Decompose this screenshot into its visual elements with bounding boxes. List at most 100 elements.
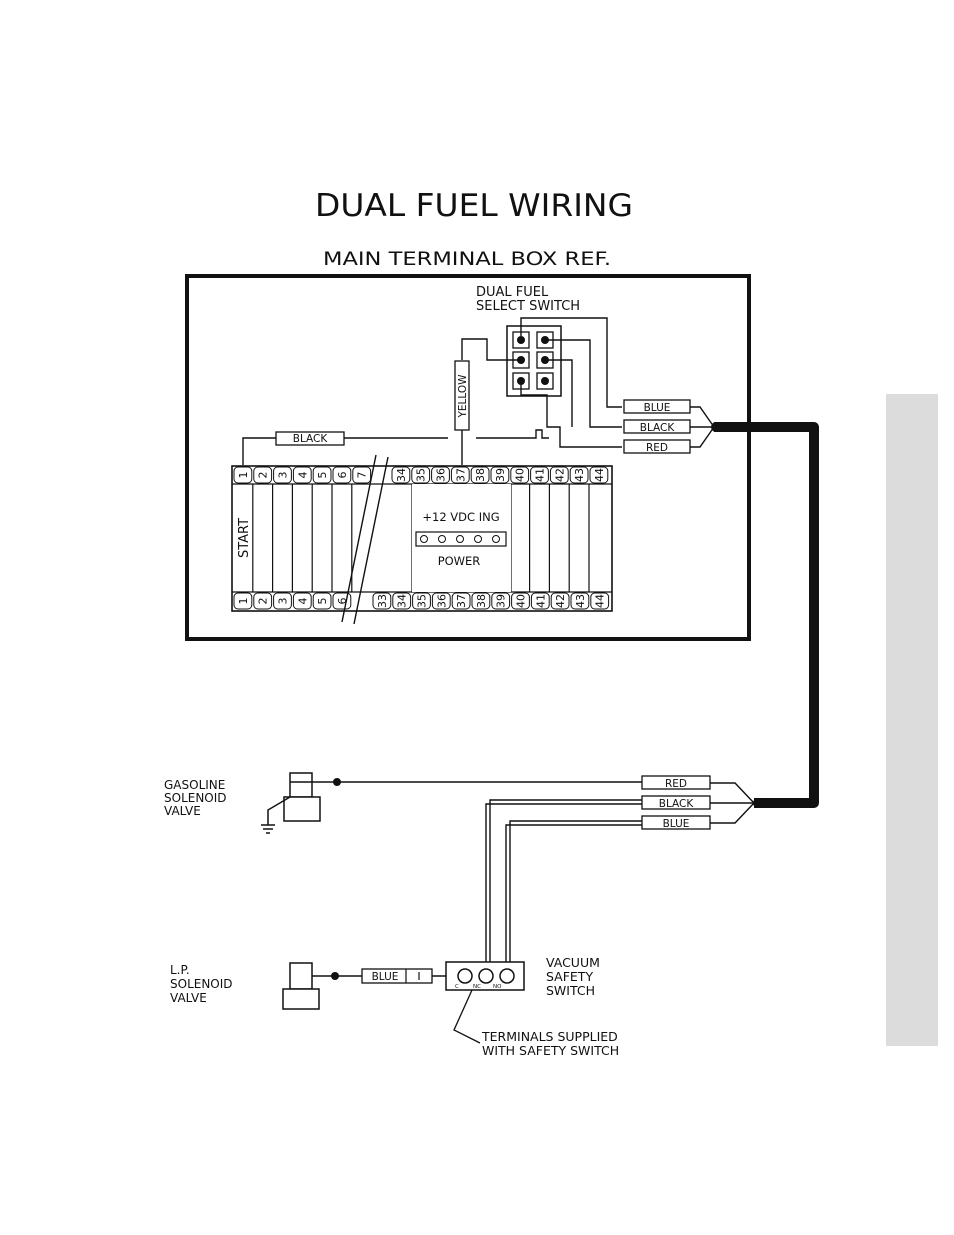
terminal-cell: [491, 592, 511, 610]
terminal-top-39: 39: [494, 468, 507, 482]
terminal-cell: [391, 466, 411, 484]
switch-label-line2: SELECT SWITCH: [476, 299, 580, 314]
terminal-top-37: 37: [454, 468, 467, 482]
terminal-bottom-43: 43: [574, 594, 587, 608]
gasoline-label-3: VALVE: [164, 804, 201, 818]
vacuum-safety-switch: [445, 961, 525, 991]
terminal-top-4: 4: [296, 472, 309, 479]
terminal-top-2: 2: [257, 472, 270, 479]
terminal-top-41: 41: [534, 468, 547, 482]
terminal-cell: [273, 592, 292, 610]
harness-bottom-black: BLACK: [659, 798, 695, 810]
terminal-bottom-37: 37: [455, 594, 468, 608]
harness-top: BLUE BLACK RED: [623, 399, 715, 454]
terminal-cell: [431, 466, 450, 484]
power-bus-screws: [420, 535, 500, 543]
terminal-cell: [412, 592, 431, 610]
vacuum-label-3: SWITCH: [546, 983, 595, 998]
terminal-cell: [352, 466, 372, 484]
terminal-top-40: 40: [514, 468, 527, 482]
lp-solenoid-valve: [282, 962, 320, 1010]
side-tab: [886, 394, 938, 1046]
vacuum-label-1: VACUUM: [546, 955, 600, 970]
terminal-bottom-41: 41: [534, 594, 547, 608]
terminal-cell: [569, 466, 589, 484]
terminal-top-43: 43: [573, 468, 586, 482]
terminal-cell: [490, 466, 510, 484]
terminal-top-7: 7: [356, 472, 369, 479]
terminal-cell: [570, 592, 590, 610]
gasoline-label-2: SOLENOID: [164, 791, 227, 805]
terminal-cell: [312, 466, 332, 484]
terminal-bottom-44: 44: [594, 594, 607, 608]
terminal-cell: [332, 592, 352, 610]
vacuum-terminal-nc: NC: [473, 984, 481, 990]
yellow-wire-label-box: [454, 360, 470, 431]
terminal-bottom-34: 34: [396, 594, 409, 608]
terminal-cell: [511, 592, 530, 610]
terminal-bottom-36: 36: [435, 594, 448, 608]
terminal-top-3: 3: [277, 472, 290, 479]
harness-top-black: BLACK: [640, 422, 676, 434]
vacuum-terminal-no: NO: [493, 984, 502, 990]
lower-wires: [312, 781, 642, 977]
terminal-bottom-5: 5: [316, 598, 329, 605]
terminal-bottom-42: 42: [554, 594, 567, 608]
terminal-cell: [510, 466, 530, 484]
terminals-note-1: TERMINALS SUPPLIED: [481, 1029, 618, 1044]
terminal-cell: [253, 592, 273, 610]
terminal-cell: [372, 592, 392, 610]
terminal-bottom-33: 33: [376, 594, 389, 608]
terminal-bottom-1: 1: [237, 598, 250, 605]
terminal-bottom-38: 38: [475, 594, 488, 608]
terminal-top-38: 38: [474, 468, 487, 482]
terminal-cell: [273, 466, 292, 484]
terminal-cell: [253, 466, 273, 484]
terminal-cell: [550, 592, 570, 610]
switch-label-line1: DUAL FUEL: [476, 285, 549, 300]
harness-top-blue: BLUE: [644, 402, 671, 414]
terminals-note-2: WITH SAFETY SWITCH: [482, 1043, 619, 1058]
black-wire-label: BLACK: [293, 433, 329, 445]
strip-break-lines: [341, 454, 389, 625]
harness-top-red: RED: [646, 442, 668, 454]
yellow-wire-label: YELLOW: [457, 374, 469, 419]
terminal-cell: [549, 466, 569, 484]
terminal-bottom-39: 39: [495, 594, 508, 608]
terminal-top-35: 35: [415, 468, 428, 482]
switch-wires: [242, 317, 622, 465]
lp-label-3: VALVE: [170, 991, 207, 1005]
gasoline-label-1: GASOLINE: [164, 778, 225, 792]
terminal-cell: [312, 592, 332, 610]
vacuum-terminal-c: C: [455, 984, 459, 990]
terminal-cell: [471, 592, 491, 610]
main-harness-cable: [714, 422, 819, 808]
terminal-top-5: 5: [316, 472, 329, 479]
diagram-title: DUAL FUEL WIRING: [315, 188, 633, 224]
terminal-cell: [332, 466, 352, 484]
power-sub-label: POWER: [438, 554, 481, 568]
lp-label-2: SOLENOID: [170, 977, 233, 991]
harness-bottom: RED BLACK BLUE: [641, 775, 755, 830]
vacuum-label-2: SAFETY: [546, 969, 593, 984]
terminal-cell: [292, 466, 312, 484]
terminal-cell: [530, 592, 550, 610]
terminal-cell: [530, 466, 549, 484]
lp-blue-wire-label: BLUE: [372, 971, 399, 983]
terminal-bottom-6: 6: [336, 598, 349, 605]
terminal-bottom-40: 40: [515, 594, 528, 608]
terminal-cell: [470, 466, 490, 484]
terminal-cell: [589, 466, 609, 484]
harness-bottom-red: RED: [665, 778, 687, 790]
terminal-cell: [233, 592, 253, 610]
terminal-bottom-2: 2: [257, 598, 270, 605]
lp-blue-wire-label-box: [361, 968, 433, 984]
terminal-cell: [233, 466, 253, 484]
harness-bottom-blue: BLUE: [663, 818, 690, 830]
diagram-subtitle: MAIN TERMINAL BOX REF.: [323, 248, 611, 270]
start-label: START: [237, 518, 252, 558]
dual-fuel-select-switch: [506, 325, 562, 397]
terminal-top-36: 36: [435, 468, 448, 482]
terminal-cell: [411, 466, 431, 484]
terminal-top-44: 44: [593, 468, 606, 482]
